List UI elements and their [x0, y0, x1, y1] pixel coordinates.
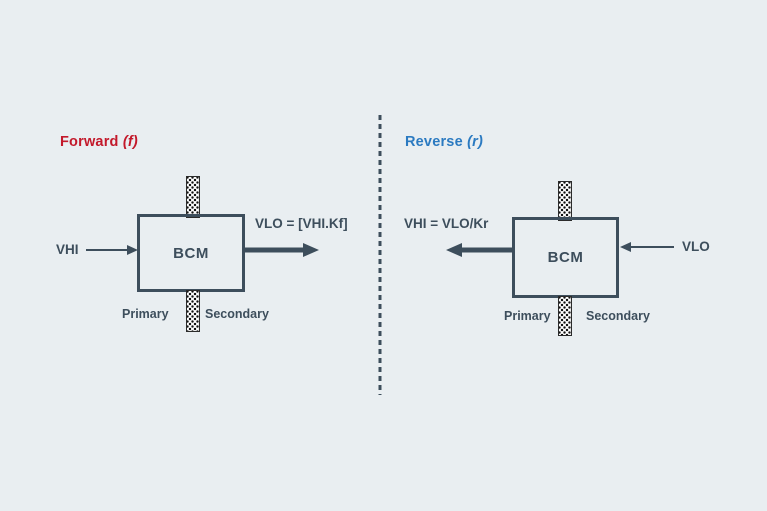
dotted-vertical-divider — [378, 115, 382, 395]
forward-secondary-label: Secondary — [205, 307, 269, 321]
reverse-secondary-label: Secondary — [586, 309, 650, 323]
forward-bcm-box: BCM — [137, 214, 245, 292]
reverse-output-arrow-icon — [446, 243, 514, 257]
forward-input-arrow-icon — [86, 245, 138, 255]
forward-top-isolation-bar-icon — [186, 176, 200, 218]
forward-input-label: VHI — [56, 242, 79, 257]
forward-title-text: Forward — [60, 134, 119, 150]
reverse-title-suffix: (r) — [467, 134, 483, 150]
reverse-bcm-box: BCM — [512, 217, 619, 298]
forward-bcm-label: BCM — [173, 244, 209, 262]
forward-output-arrow-icon — [244, 243, 319, 257]
forward-output-equation: VLO = [VHI.Kf] — [255, 216, 348, 231]
reverse-input-arrow-icon — [620, 242, 674, 252]
reverse-input-label: VLO — [682, 239, 710, 254]
forward-bottom-isolation-bar-icon — [186, 290, 200, 332]
reverse-title-text: Reverse — [405, 134, 463, 150]
reverse-primary-label: Primary — [504, 309, 551, 323]
forward-title: Forward (f) — [60, 134, 138, 150]
reverse-bottom-isolation-bar-icon — [558, 296, 572, 336]
reverse-title: Reverse (r) — [405, 134, 483, 150]
reverse-output-equation: VHI = VLO/Kr — [404, 216, 489, 231]
reverse-bcm-label: BCM — [547, 249, 584, 266]
reverse-top-isolation-bar-icon — [558, 181, 572, 221]
forward-primary-label: Primary — [122, 307, 169, 321]
forward-title-suffix: (f) — [122, 134, 138, 150]
